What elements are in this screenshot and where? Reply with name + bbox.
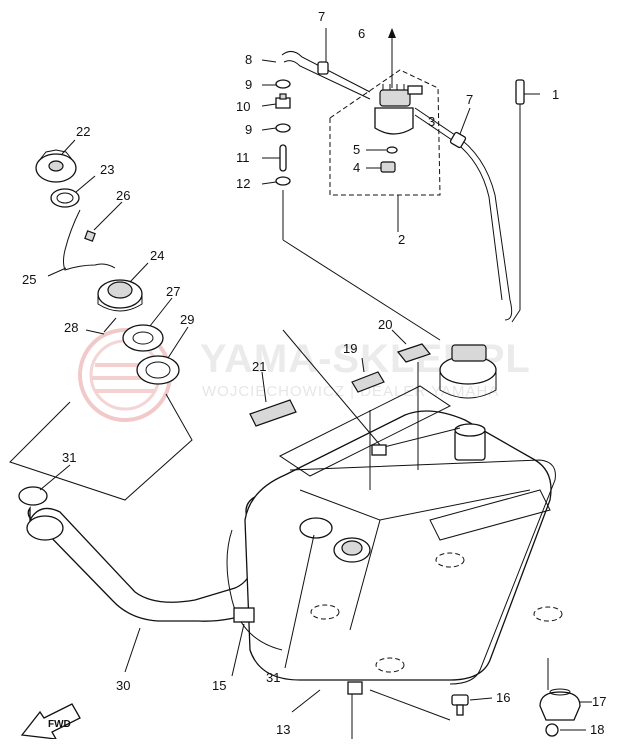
callout-24: 24 xyxy=(150,248,164,263)
fuel-tank xyxy=(226,329,563,739)
callout-22: 22 xyxy=(76,124,90,139)
callout-labels: 1 2 3 4 5 6 7 7 8 9 10 9 11 12 13 15 16 … xyxy=(22,9,606,737)
callout-25: 25 xyxy=(22,272,36,287)
fuel-pump-assembly xyxy=(329,28,441,232)
callout-10: 10 xyxy=(236,99,250,114)
watermark-tagline: WOJCIECHOWICZ | DEALER YAMAHA xyxy=(202,383,499,400)
callout-4: 4 xyxy=(353,160,360,175)
callout-6: 6 xyxy=(358,26,365,41)
callout-15: 15 xyxy=(212,678,226,693)
callout-19: 19 xyxy=(343,341,357,356)
filler-cap-group xyxy=(35,139,189,385)
callout-29: 29 xyxy=(180,312,194,327)
callout-30: 30 xyxy=(116,678,130,693)
label-sheets xyxy=(249,329,432,427)
callout-16: 16 xyxy=(496,690,510,705)
callout-31-left: 31 xyxy=(62,450,76,465)
callout-26: 26 xyxy=(116,188,130,203)
mount-parts xyxy=(451,658,592,737)
callout-13: 13 xyxy=(276,722,290,737)
callout-1: 1 xyxy=(552,87,559,102)
callout-21: 21 xyxy=(252,359,266,374)
callout-5: 5 xyxy=(353,142,360,157)
callout-7-right: 7 xyxy=(466,92,473,107)
callout-7-top: 7 xyxy=(318,9,325,24)
callout-28: 28 xyxy=(64,320,78,335)
fwd-label: FWD xyxy=(48,719,71,730)
breather-hose-group xyxy=(261,28,540,341)
callout-2: 2 xyxy=(398,232,405,247)
callout-31-center: 31 xyxy=(266,670,280,685)
fwd-arrow: FWD xyxy=(20,703,81,740)
callout-3: 3 xyxy=(428,114,435,129)
callout-27: 27 xyxy=(166,284,180,299)
callout-23: 23 xyxy=(100,162,114,177)
callout-9-lower: 9 xyxy=(245,122,252,137)
callout-8: 8 xyxy=(245,52,252,67)
callout-18: 18 xyxy=(590,722,604,737)
callout-12: 12 xyxy=(236,176,250,191)
callout-17: 17 xyxy=(592,694,606,709)
callout-11: 11 xyxy=(236,150,250,165)
callout-20: 20 xyxy=(378,317,392,332)
callout-9-upper: 9 xyxy=(245,77,252,92)
